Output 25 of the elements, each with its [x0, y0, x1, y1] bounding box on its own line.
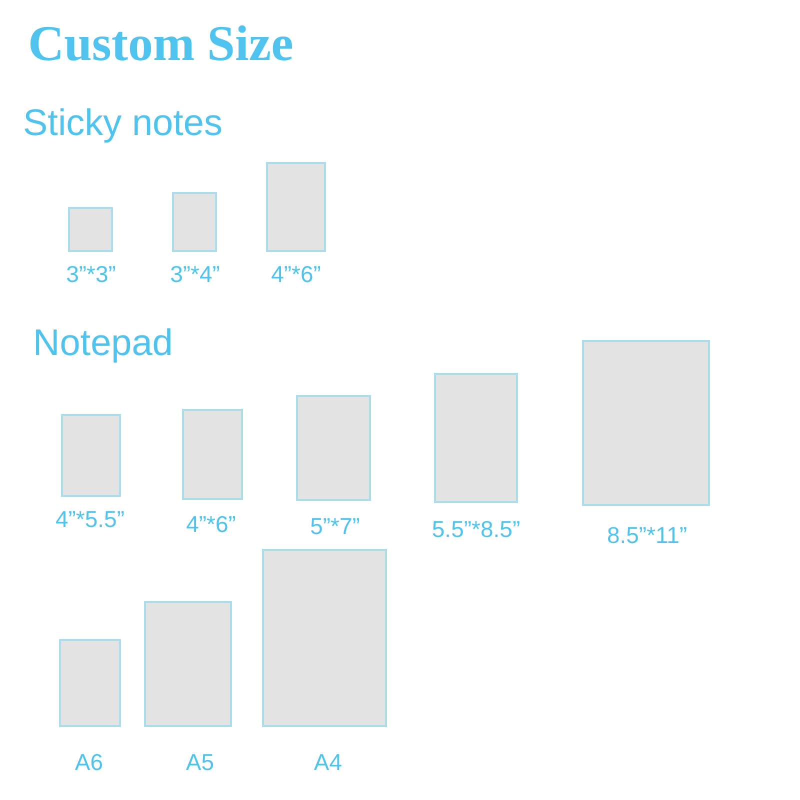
paper-size-rectangle	[59, 639, 121, 727]
size-label: 5.5”*8.5”	[432, 517, 520, 541]
size-label: A6	[74, 750, 104, 774]
title: Custom Size	[28, 18, 294, 68]
paper-size-rectangle	[172, 192, 217, 252]
paper-size-rectangle	[266, 162, 326, 252]
paper-size-rectangle	[61, 414, 121, 497]
size-label: 5”*7”	[310, 514, 360, 538]
size-label: A4	[314, 750, 342, 774]
paper-size-rectangle	[68, 207, 113, 252]
size-label: 3”*4”	[170, 262, 220, 286]
paper-size-rectangle	[262, 549, 387, 727]
paper-size-rectangle	[144, 601, 232, 727]
size-label: 3”*3”	[66, 262, 116, 286]
paper-size-rectangle	[182, 409, 243, 500]
paper-size-rectangle	[296, 395, 371, 501]
size-label: 4”*5.5”	[55, 507, 125, 531]
size-label: 8.5”*11”	[606, 523, 688, 547]
section-heading: Notepad	[33, 324, 173, 361]
paper-size-rectangle	[434, 373, 518, 503]
size-label: 4”*6”	[186, 512, 236, 536]
size-label: 4”*6”	[271, 262, 321, 286]
size-label: A5	[186, 750, 214, 774]
section-heading: Sticky notes	[23, 104, 222, 141]
paper-size-rectangle	[582, 340, 710, 506]
